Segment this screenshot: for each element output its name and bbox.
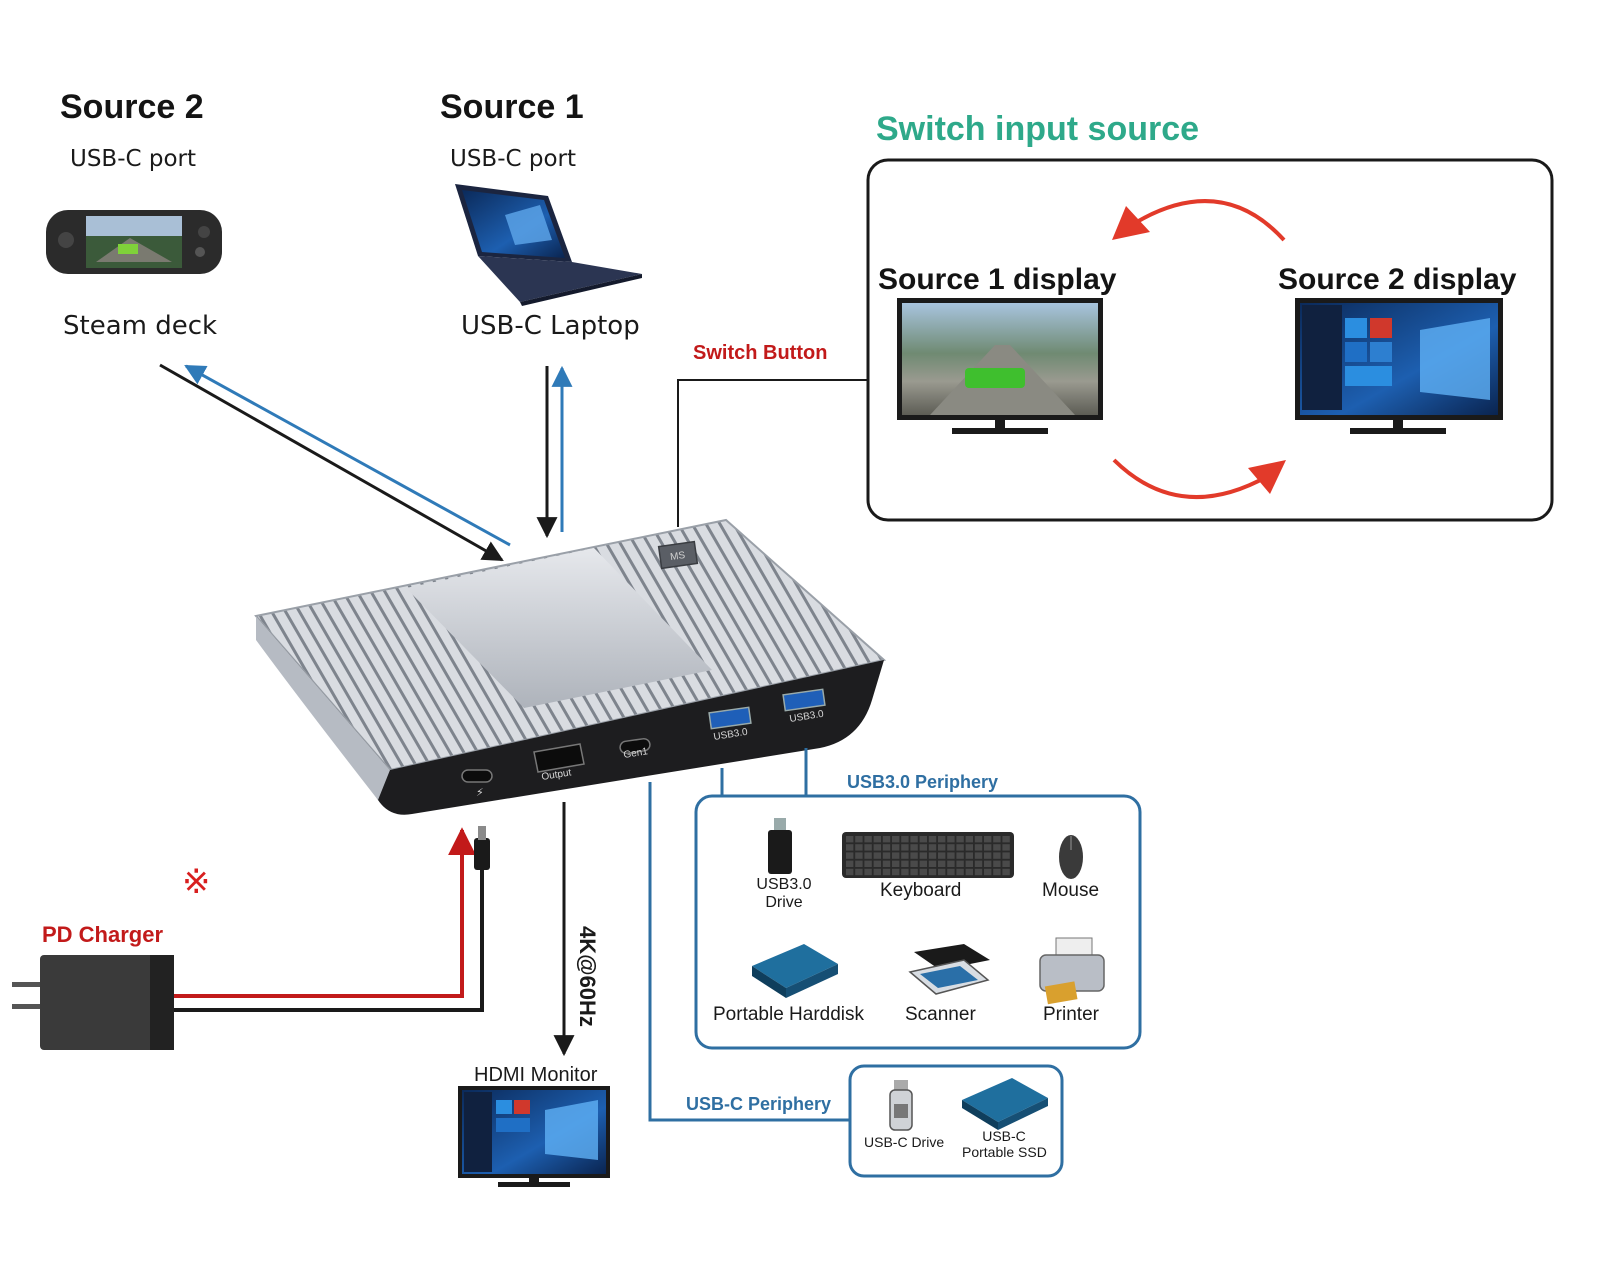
printer-icon — [1039, 937, 1105, 1005]
portable-harddisk-label: Portable Harddisk — [713, 1004, 865, 1025]
source1-display-monitor-icon — [897, 298, 1103, 434]
usbc-drive-icon — [889, 1080, 913, 1131]
scanner-icon — [908, 944, 990, 995]
usb3-drive-label: USB3.0 Drive — [756, 876, 812, 911]
mouse-icon — [1059, 835, 1083, 879]
switch-panel-title: Switch input source — [876, 110, 1200, 148]
port-label-gen1: Gen1 — [623, 746, 649, 761]
pd-charger-label: PD Charger — [42, 922, 164, 947]
usbc-portable-ssd-icon — [962, 1078, 1048, 1130]
source2-title: Source 2 — [60, 88, 204, 126]
hdmi-monitor-label: HDMI Monitor — [474, 1064, 598, 1086]
source2-port-label: USB-C port — [70, 146, 197, 172]
printer-label: Printer — [1043, 1004, 1099, 1025]
switch-button[interactable] — [657, 540, 699, 570]
source2-display-label: Source 2 display — [1278, 263, 1517, 296]
switch-button-text: MS — [670, 550, 687, 563]
hdmi-resolution-label: 4K@60Hz — [575, 926, 600, 1027]
power-bolt-icon: ⚡ — [476, 786, 484, 799]
source2-display-monitor-icon — [1295, 298, 1503, 434]
charger-note-mark: ※ — [182, 862, 211, 902]
usbc-drive-label: USB-C Drive — [864, 1134, 945, 1150]
switch-button-label: Switch Button — [693, 342, 828, 364]
switch-arrow-top-head — [1112, 206, 1150, 240]
source1-port-label: USB-C port — [450, 146, 577, 172]
switch-button-leader — [677, 379, 868, 527]
keyboard-label: Keyboard — [880, 880, 962, 901]
steam-deck-icon — [46, 210, 222, 274]
usbc-connector — [648, 782, 850, 1122]
usb3-periphery-title: USB3.0 Periphery — [847, 772, 999, 792]
pd-charger-icon — [12, 955, 174, 1050]
hub-to-source2-arrow — [184, 364, 511, 547]
source2-to-hub-arrow — [159, 363, 504, 562]
port-label-usb3-1: USB3.0 — [713, 727, 749, 743]
scanner-label: Scanner — [905, 1004, 976, 1025]
port-label-usb3-2: USB3.0 — [789, 709, 825, 725]
hdmi-monitor-icon — [458, 1086, 610, 1187]
usbc-periphery-title: USB-C Periphery — [686, 1094, 832, 1114]
switch-arrow-bottom-head — [1248, 460, 1286, 494]
portable-harddisk-icon — [752, 944, 838, 998]
kvm-hub-device — [254, 518, 887, 815]
switch-arrow-top — [1128, 199, 1286, 242]
source2-device-label: Steam deck — [63, 311, 218, 341]
source1-device-label: USB-C Laptop — [461, 311, 640, 341]
source1-display-label: Source 1 display — [878, 263, 1117, 296]
keyboard-icon — [842, 832, 1014, 878]
laptop-icon — [455, 184, 642, 306]
usb-c-plug-icon — [474, 826, 490, 870]
switch-arrow-bottom — [1112, 458, 1269, 500]
charger-red-cable — [174, 827, 476, 998]
usbc-portable-ssd-label: USB-C Portable SSD — [962, 1128, 1047, 1160]
port-label-output: Output — [541, 767, 573, 783]
mouse-label: Mouse — [1042, 880, 1100, 901]
usb3-drive-icon — [768, 818, 792, 874]
charger-black-cable — [174, 870, 484, 1012]
source1-title: Source 1 — [440, 88, 584, 126]
